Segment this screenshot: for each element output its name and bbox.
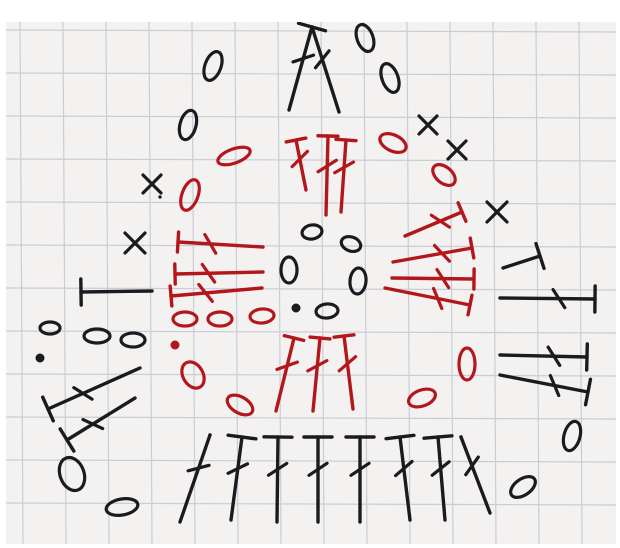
slip-stitch-symbol bbox=[292, 304, 301, 313]
graph-paper bbox=[6, 22, 616, 544]
slip-stitch-symbol bbox=[171, 341, 180, 350]
slip-stitch-symbol bbox=[36, 354, 45, 363]
crochet-chart bbox=[6, 22, 616, 544]
diagram-title bbox=[0, 0, 620, 30]
paper-background bbox=[6, 22, 616, 544]
